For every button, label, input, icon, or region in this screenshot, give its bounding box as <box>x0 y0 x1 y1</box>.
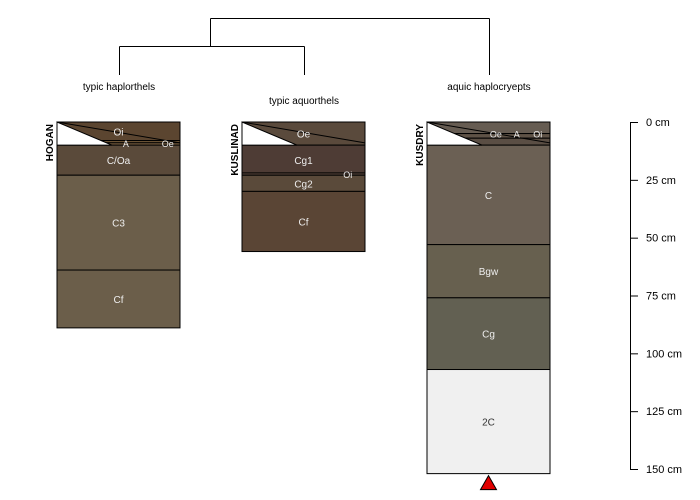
dendrogram-label-1: typic haplorthels <box>83 82 155 93</box>
horizon-layer <box>56 121 181 329</box>
horizon-cg1[interactable] <box>241 144 366 176</box>
horizon-label: Cf <box>299 217 309 228</box>
dendrogram <box>119 18 490 75</box>
profile-id-label: KUSDRY <box>415 124 426 166</box>
horizon-label: 2C <box>482 418 495 429</box>
horizon-label: Bgw <box>479 267 499 278</box>
depth-axis: 0 cm 25 cm 50 cm 75 cm 100 cm 125 cm 150 cm <box>630 117 682 476</box>
horizon-label: Oe <box>490 130 502 140</box>
horizon-label: Cg <box>482 330 495 341</box>
horizon-label: Cg2 <box>294 179 313 190</box>
axis-tick-label: 75 cm <box>646 291 676 303</box>
overlap-wedge <box>56 121 113 146</box>
horizon-label: C3 <box>112 219 125 230</box>
overlap-line <box>241 121 366 144</box>
overlap-wedge <box>426 121 483 146</box>
overlap-line <box>426 121 551 144</box>
axis-tick-label: 50 cm <box>646 233 676 245</box>
dendrogram-branch <box>119 18 490 75</box>
horizon-layer <box>426 121 551 475</box>
dendrogram-label-2: typic aquorthels <box>269 96 339 107</box>
profile-id-label: KUSLINAD <box>230 124 241 176</box>
horizon-label: Oe <box>162 139 174 149</box>
horizon-label: C/Oa <box>107 156 131 167</box>
horizon-label: Oi <box>533 130 542 140</box>
dendrogram-label-3: aquic haplocryepts <box>447 82 530 93</box>
axis-tick-label: 125 cm <box>646 406 682 418</box>
axis-tick-label: 100 cm <box>646 348 682 360</box>
horizon-2c[interactable] <box>426 369 551 475</box>
horizon-cf[interactable] <box>56 269 181 329</box>
horizon-label: C <box>485 191 492 202</box>
axis-tick-label: 0 cm <box>646 117 670 129</box>
profile-id-label: HOGAN <box>45 124 56 161</box>
axis-tick-label: 25 cm <box>646 175 676 187</box>
overlap-line <box>56 121 181 144</box>
horizon-cg[interactable] <box>426 297 551 371</box>
horizon-cf[interactable] <box>241 190 366 253</box>
horizon-bgw[interactable] <box>426 244 551 299</box>
horizon-label: A <box>514 130 520 140</box>
horizon-c[interactable] <box>426 144 551 246</box>
truncation-marker-icon <box>479 474 498 491</box>
horizon-label: Oi <box>343 170 352 180</box>
horizon-c-oa[interactable] <box>56 144 181 176</box>
axis-tick-label: 150 cm <box>646 464 682 476</box>
horizon-label: A <box>123 139 129 149</box>
horizon-label: Cg1 <box>294 156 313 167</box>
horizon-label: Cf <box>114 295 124 306</box>
horizon-c3[interactable] <box>56 174 181 271</box>
horizon-label: Oi <box>114 127 124 138</box>
overlap-wedge <box>241 121 298 146</box>
horizon-label: Oe <box>297 130 311 141</box>
